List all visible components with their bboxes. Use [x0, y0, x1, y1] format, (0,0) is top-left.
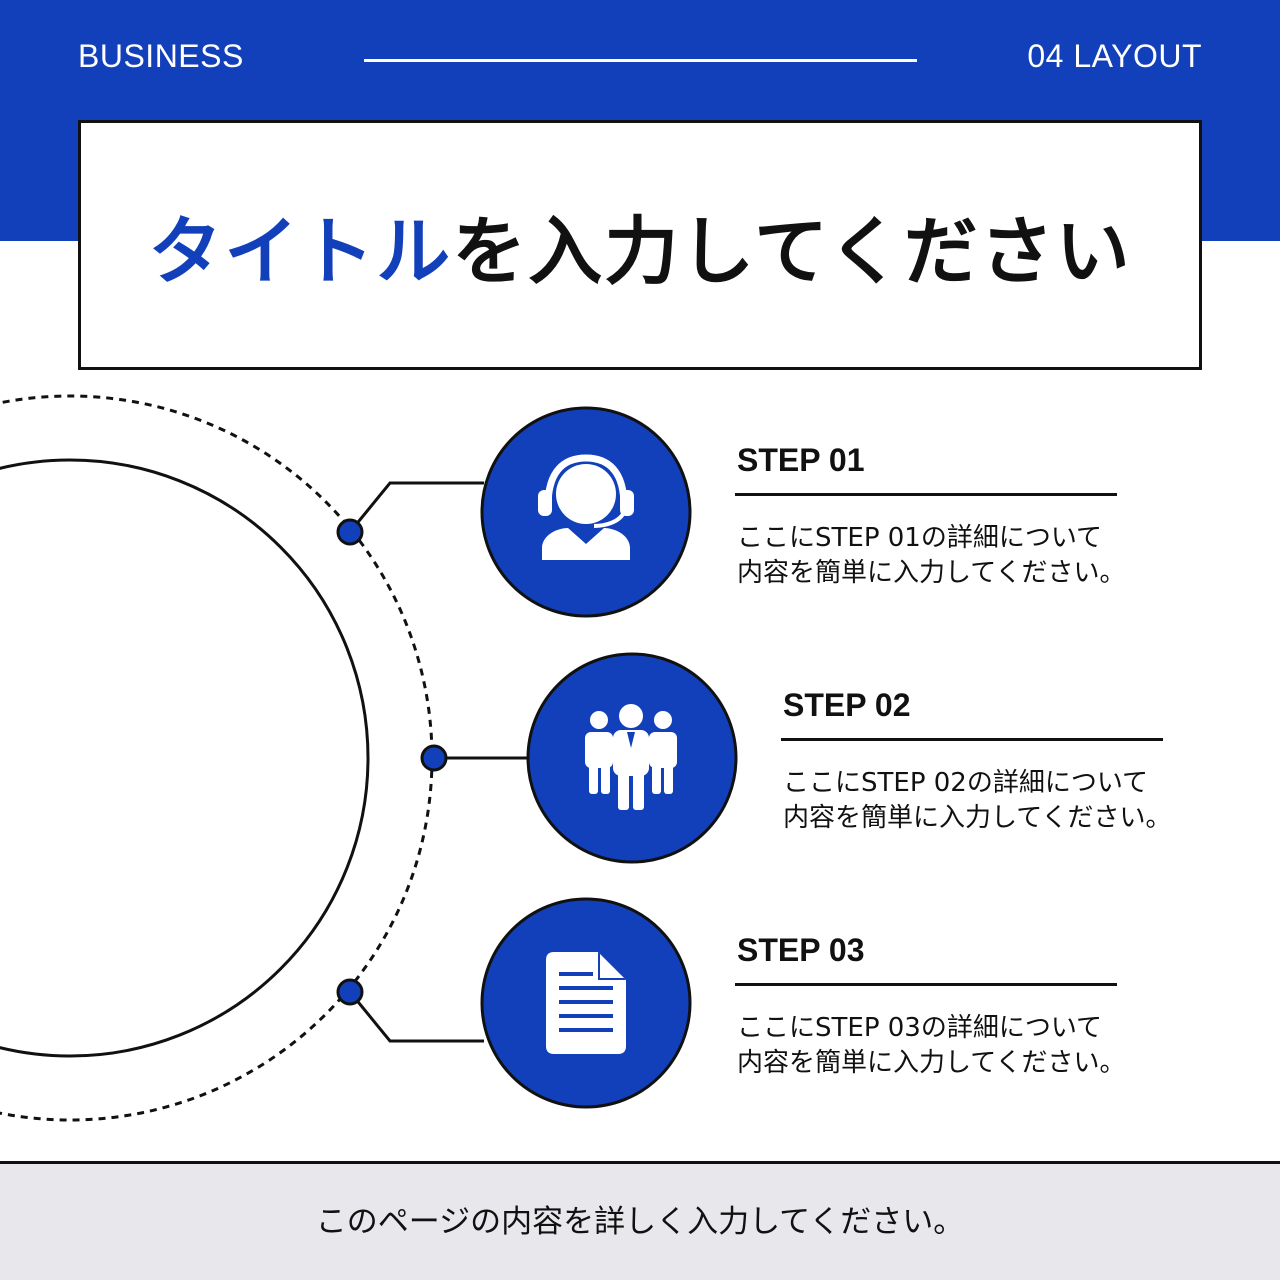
support-agent-icon — [538, 454, 634, 560]
step-3-description: ここにSTEP 03の詳細について 内容を簡単に入力してください。 — [737, 1013, 1126, 1078]
connector-step-1 — [348, 481, 484, 533]
header-divider — [364, 59, 917, 62]
title-box: タイトルを入力してください — [78, 120, 1202, 370]
connector-dot-2 — [420, 744, 448, 772]
header-layout-label: 04 LAYOUT — [1027, 38, 1202, 74]
step-1-rule — [735, 493, 1117, 496]
step-3-rule — [735, 983, 1117, 986]
document-icon — [546, 952, 626, 1054]
step-2-description: ここにSTEP 02の詳細について 内容を簡単に入力してください。 — [783, 768, 1172, 833]
main-circle — [0, 458, 370, 1058]
step-3-title: STEP 03 — [737, 932, 865, 968]
title-rest: を入力してください — [452, 208, 1132, 295]
step-2-rule — [781, 738, 1163, 741]
step-1-description: ここにSTEP 01の詳細について 内容を簡単に入力してください。 — [737, 523, 1126, 588]
connector-step-3 — [348, 991, 484, 1043]
step-1-title: STEP 01 — [737, 442, 865, 478]
footer-text: このページの内容を詳しく入力してください。 — [315, 1204, 965, 1240]
team-icon — [585, 704, 677, 810]
header-business-label: BUSINESS — [78, 38, 244, 74]
step-2-title: STEP 02 — [783, 687, 911, 723]
connector-dot-3 — [336, 978, 364, 1006]
footer-band — [0, 1161, 1280, 1280]
connector-dot-1 — [336, 518, 364, 546]
title-accent: タイトル — [148, 208, 453, 295]
